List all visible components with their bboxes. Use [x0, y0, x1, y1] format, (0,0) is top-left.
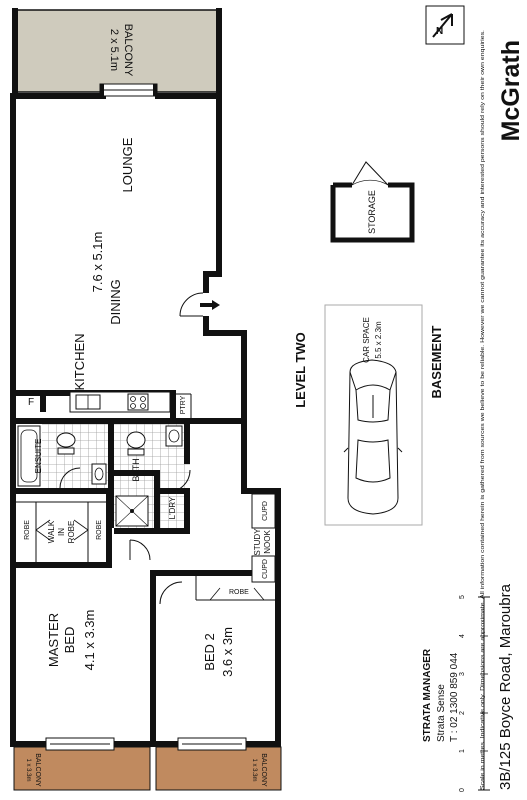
bath-label: BATH	[131, 458, 141, 481]
brand-logo: McGrath	[497, 40, 525, 141]
car-space-area: CAR SPACE 5.5 x 2.3m	[324, 304, 423, 526]
svg-text:N: N	[436, 26, 443, 37]
scale-tick-4: 4	[459, 634, 466, 638]
car-space-label: CAR SPACE	[362, 317, 371, 363]
bath-toilet-icon	[126, 431, 146, 449]
study-nook-area: CUPD CUPD STUDY NOOK	[129, 493, 280, 741]
scale-tick-0: 0	[459, 788, 466, 792]
walk-in-robe-area: ROBE ROBE WALK IN ROBE	[16, 494, 112, 568]
entry-door	[179, 292, 220, 317]
wir-robe-left-label: ROBE	[24, 520, 31, 540]
master-bed-label-line1: MASTER	[46, 613, 61, 667]
fridge-label: F	[28, 397, 34, 408]
ensuite-toilet-icon	[56, 432, 76, 448]
car-icon	[343, 359, 403, 515]
wir-label-line2: IN	[57, 528, 66, 536]
cupboard-lower-label: CUPD	[262, 559, 269, 579]
scale-tick-3: 3	[459, 672, 466, 676]
dining-label: DINING	[108, 279, 123, 325]
balcony-bed2-label: BALCONY	[260, 753, 267, 787]
balcony-master-size: 1 x 3.3m	[25, 758, 31, 781]
scale-tick-5: 5	[459, 595, 466, 599]
study-nook-line1: STUDY	[253, 528, 262, 556]
level-two-label: LEVEL TWO	[293, 332, 308, 408]
bottom-balconies: BALCONY 1 x 3.3m BALCONY 1 x 3.3m	[13, 737, 282, 791]
kitchen-area: F PTRY	[16, 390, 192, 418]
master-bed-size: 4.1 x 3.3m	[82, 610, 97, 671]
storage-label: STORAGE	[367, 190, 377, 234]
wir-label-line1: WALK	[47, 520, 56, 543]
wir-label-line3: ROBE	[67, 521, 76, 544]
bed2-robe-label: ROBE	[229, 589, 249, 596]
study-nook-line2: NOOK	[263, 530, 272, 554]
lounge-label: LOUNGE	[120, 137, 135, 192]
balcony-top-area	[13, 9, 221, 93]
cooktop-icon	[127, 393, 149, 411]
scale-bar: 0 1 2 3 4 5	[459, 595, 490, 792]
address-text: 3B/125 Boyce Road, Maroubra	[497, 583, 514, 790]
disclaimer-text: Scale in metres. Indicative only. Dimens…	[480, 29, 486, 790]
balcony-top-label: BALCONY	[122, 24, 134, 77]
basement-label: BASEMENT	[429, 325, 444, 398]
scale-tick-2: 2	[459, 711, 466, 715]
balcony-master-label: BALCONY	[34, 753, 41, 787]
main-walls	[10, 93, 281, 747]
scale-tick-1: 1	[459, 749, 466, 753]
cupboard-upper-label: CUPD	[262, 501, 269, 521]
ensuite-label: ENSUITE	[34, 439, 43, 474]
kitchen-label: KITCHEN	[72, 333, 87, 390]
wet-areas: ENSUITE BATH L'DRY	[16, 418, 241, 534]
strata-company: Strata Sense	[436, 684, 447, 742]
balcony-top-size: 2 x 5.1m	[108, 29, 120, 71]
storage-area: STORAGE	[330, 161, 415, 243]
wir-robe-right-label: ROBE	[96, 520, 103, 540]
bed2-robe-area: ROBE	[195, 576, 275, 601]
car-space-size: 5.5 x 2.3m	[374, 321, 383, 359]
compass-icon: N	[425, 5, 465, 45]
balcony-door	[99, 83, 158, 97]
strata-title: STRATA MANAGER	[422, 648, 433, 742]
master-bed-label-line2: BED	[62, 627, 77, 654]
strata-phone: T : 02 1300 859 044	[449, 652, 460, 742]
entry-arrow-icon	[200, 300, 220, 310]
living-size-label: 7.6 x 5.1m	[90, 232, 105, 293]
bed2-size: 3.6 x 3m	[220, 627, 235, 677]
pantry-label: PTRY	[180, 395, 187, 414]
balcony-bed2-size: 1 x 3.3m	[251, 758, 257, 781]
bed2-label: BED 2	[202, 633, 217, 671]
laundry-label: L'DRY	[168, 496, 177, 519]
